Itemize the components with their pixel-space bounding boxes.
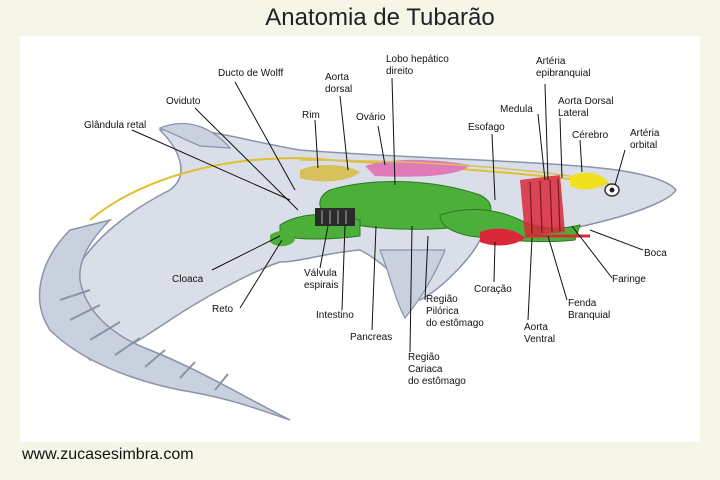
- organ-spiral-valve: [315, 208, 355, 226]
- leader-lines: [131, 77, 644, 353]
- label-regiao-cariaca-2: Cariaca: [408, 364, 443, 375]
- organs: [270, 159, 608, 247]
- label-glandula-retal: Glândula retal: [84, 120, 146, 131]
- organ-spinal-cord: [299, 159, 571, 177]
- label-rim: Rim: [302, 110, 320, 121]
- diagram-title: Anatomia de Tubarão: [265, 4, 495, 31]
- label-reto: Reto: [212, 304, 234, 315]
- label-aorta-dorsal-1: Aorta: [325, 72, 349, 83]
- label-valvula-espirais-1: Válvula: [304, 268, 337, 279]
- label-arteria-epibranquial-2: epibranquial: [536, 68, 591, 79]
- organ-kidney: [300, 164, 360, 182]
- organ-gill-lines: [529, 178, 561, 235]
- label-regiao-pilorica-2: Pilórica: [426, 306, 459, 317]
- label-pancreas: Pancreas: [350, 332, 392, 343]
- dorsal-fin: [158, 122, 232, 149]
- shark-body: [38, 122, 677, 421]
- shark-tail: [38, 218, 291, 421]
- label-arteria-orbital-1: Artéria: [630, 128, 660, 139]
- labels: Ducto de Wolff Oviduto Glândula retal Ri…: [84, 54, 667, 387]
- organ-rectum: [270, 230, 295, 247]
- label-coracao: Coração: [474, 284, 512, 295]
- label-regiao-pilorica-1: Região: [426, 294, 458, 305]
- eye-pupil: [609, 187, 615, 193]
- label-aorta-dorsal-2: dorsal: [325, 84, 352, 95]
- label-regiao-pilorica-3: do estômago: [426, 318, 484, 329]
- label-fenda-branquial-1: Fenda: [568, 298, 597, 309]
- label-lobo-hepatico-2: direito: [386, 66, 414, 77]
- label-arteria-epibranquial-1: Artéria: [536, 56, 566, 67]
- pelvic-fin: [379, 249, 446, 320]
- label-fenda-branquial-2: Branquial: [568, 310, 610, 321]
- organ-spiral-lines: [321, 210, 347, 224]
- label-faringe: Faringe: [612, 274, 646, 285]
- label-ducto-wolff: Ducto de Wolff: [218, 68, 283, 79]
- label-aorta-ventral-1: Aorta: [524, 322, 548, 333]
- label-aorta-dorsal-lateral-2: Lateral: [558, 108, 589, 119]
- label-cloaca: Cloaca: [172, 274, 204, 285]
- label-oviduto: Oviduto: [166, 96, 201, 107]
- label-intestino: Intestino: [316, 310, 354, 321]
- label-regiao-cariaca-1: Região: [408, 352, 440, 363]
- label-arteria-orbital-2: orbital: [630, 140, 657, 151]
- label-regiao-cariaca-3: do estômago: [408, 376, 466, 387]
- label-esofago: Esofago: [468, 122, 505, 133]
- organ-heart: [480, 228, 525, 246]
- label-aorta-ventral-2: Ventral: [524, 334, 555, 345]
- label-aorta-dorsal-lateral-1: Aorta Dorsal: [558, 96, 614, 107]
- label-valvula-espirais-2: espirais: [304, 280, 338, 291]
- label-medula: Medula: [500, 104, 533, 115]
- label-ovario: Ovário: [356, 112, 386, 123]
- tail-stripes: [59, 289, 229, 391]
- label-boca: Boca: [644, 248, 667, 259]
- website-credit: www.zucasesimbra.com: [22, 446, 194, 463]
- organ-brain: [570, 172, 608, 190]
- label-cerebro: Cérebro: [572, 130, 609, 141]
- label-lobo-hepatico-1: Lobo hepático: [386, 54, 449, 65]
